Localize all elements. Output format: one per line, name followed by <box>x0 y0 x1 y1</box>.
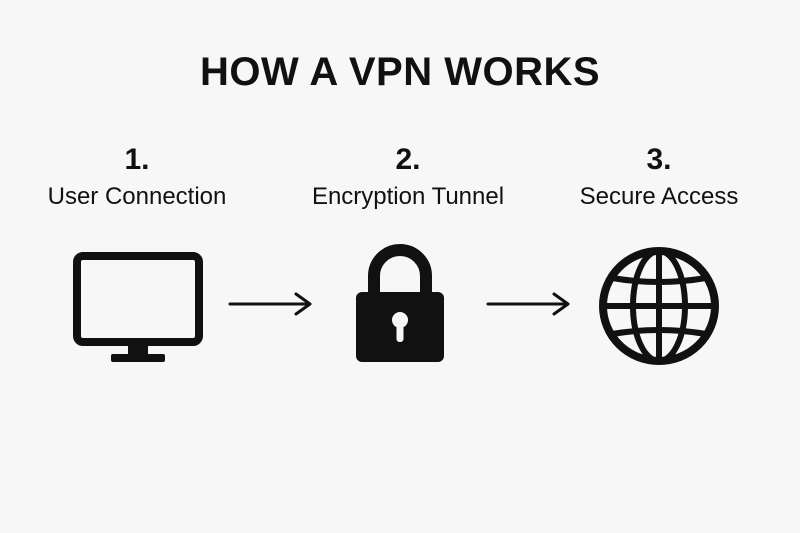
monitor-icon <box>73 252 203 362</box>
arrow-right-icon <box>228 292 312 316</box>
step-label: Encryption Tunnel <box>311 183 505 210</box>
step-number: 2. <box>395 143 421 176</box>
step-label: Secure Access <box>579 183 739 210</box>
arrow-right-icon <box>486 292 570 316</box>
step-number: 3. <box>646 143 672 176</box>
step-encryption-tunnel: 2. Encryption Tunnel <box>283 142 533 212</box>
step-number: 1. <box>124 143 150 176</box>
step-label: User Connection <box>47 183 227 210</box>
lock-icon <box>356 244 444 362</box>
globe-icon <box>599 247 719 365</box>
step-user-connection: 1. User Connection <box>12 142 262 212</box>
diagram-title: HOW A VPN WORKS <box>199 50 601 94</box>
step-secure-access: 3. Secure Access <box>534 142 784 212</box>
